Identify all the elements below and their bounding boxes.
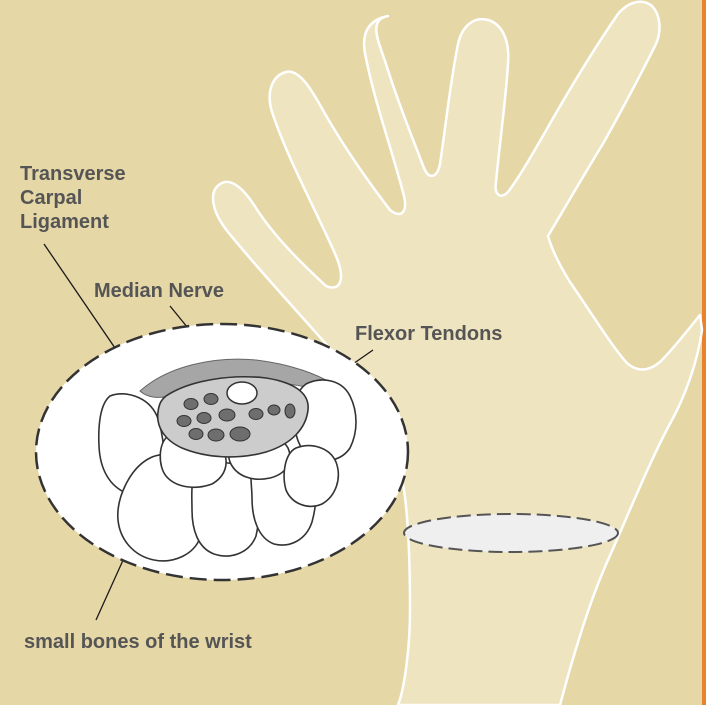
tendon [230, 427, 250, 441]
ligament-label-line3: Ligament [20, 210, 126, 234]
flexor-tendons-label: Flexor Tendons [355, 322, 502, 346]
tendon [204, 394, 218, 405]
ligament-label-line1: Transverse [20, 162, 126, 186]
ligament-label: Transverse Carpal Ligament [20, 162, 126, 234]
median-nerve-label: Median Nerve [94, 279, 224, 303]
median-nerve [227, 382, 257, 404]
tendon [184, 399, 198, 410]
carpal-bone [284, 446, 338, 507]
tendon [219, 409, 235, 421]
tendon [208, 429, 224, 441]
tendon [177, 416, 191, 427]
tendon [285, 404, 295, 418]
tendon [249, 409, 263, 420]
wrist-section-ellipse [404, 514, 618, 552]
right-border-accent [702, 0, 706, 705]
tendon [189, 429, 203, 440]
tendon [197, 413, 211, 424]
ligament-label-line2: Carpal [20, 186, 126, 210]
small-bones-label: small bones of the wrist [24, 630, 252, 654]
tendon [268, 405, 280, 415]
